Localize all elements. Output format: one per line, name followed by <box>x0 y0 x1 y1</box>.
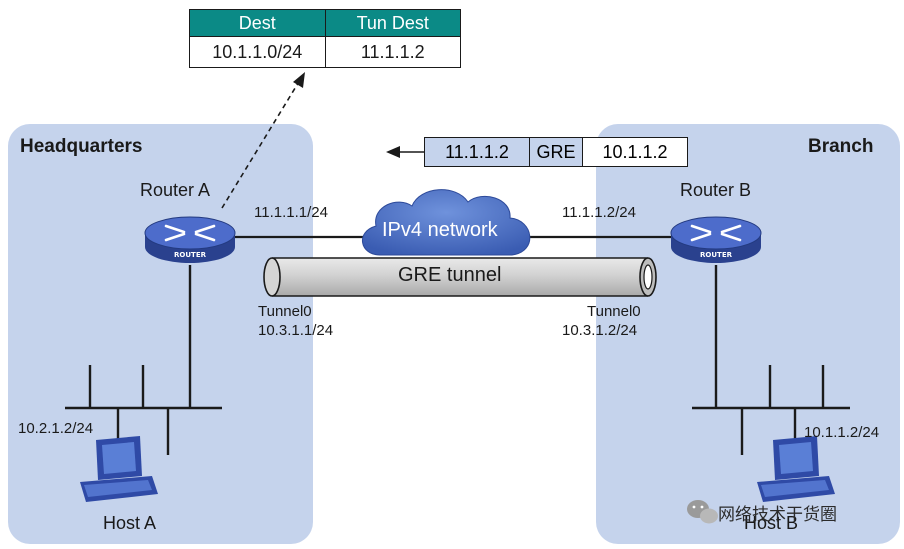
route-table-cell-dest: 10.1.1.0/24 <box>189 36 326 68</box>
packet-outer-dest: 11.1.1.2 <box>425 138 529 166</box>
route-table-header-dest: Dest <box>189 9 326 37</box>
gre-packet: 11.1.1.2 GRE 10.1.1.2 <box>424 137 688 167</box>
route-table-pointer-arrow <box>221 72 305 209</box>
watermark-text: 网络技术干货圈 <box>718 505 837 525</box>
host-a-lan <box>65 265 222 455</box>
route-table-cell-tun-dest: 11.1.1.2 <box>324 36 461 68</box>
cloud-icon <box>361 189 531 256</box>
router-b-device-label: ROUTER <box>700 251 733 259</box>
packet-inner-dest: 10.1.1.2 <box>582 138 687 166</box>
host-computer-icon <box>757 436 835 502</box>
network-cloud-label: IPv4 network <box>382 219 498 241</box>
router-b-wan-ip: 11.1.1.2/24 <box>562 204 636 221</box>
branch-region <box>596 124 900 544</box>
router-b-tunnel-name: Tunnel0 <box>587 303 641 320</box>
route-table: Dest Tun Dest 10.1.1.0/24 11.1.1.2 <box>189 9 461 68</box>
headquarters-region <box>8 124 313 544</box>
tunnel-icon <box>263 257 657 297</box>
headquarters-title: Headquarters <box>20 136 143 157</box>
arrow-left-icon <box>386 146 424 158</box>
router-icon: ROUTER <box>670 216 762 263</box>
wechat-icon <box>687 500 718 524</box>
host-computer-icon <box>80 436 158 502</box>
host-b-lan <box>692 265 850 455</box>
host-a-ip: 10.2.1.2/24 <box>18 420 94 437</box>
table-row: 10.1.1.0/24 11.1.1.2 <box>189 36 461 68</box>
host-b-name: Host B <box>744 513 799 533</box>
router-a-wan-ip: 11.1.1.1/24 <box>254 204 328 221</box>
router-b-tunnel-ip: 10.3.1.2/24 <box>562 322 638 339</box>
packet-protocol: GRE <box>529 138 582 166</box>
branch-title: Branch <box>808 136 874 157</box>
router-a-device-label: ROUTER <box>174 251 207 259</box>
router-a-tunnel-ip: 10.3.1.1/24 <box>258 322 334 339</box>
router-a-tunnel-name: Tunnel0 <box>258 303 312 320</box>
route-table-header-tun-dest: Tun Dest <box>324 9 461 37</box>
gre-tunnel-label: GRE tunnel <box>398 264 502 286</box>
host-a-name: Host A <box>103 513 157 533</box>
router-b-name: Router B <box>680 180 752 200</box>
router-icon: ROUTER <box>144 216 236 263</box>
host-b-ip: 10.1.1.2/24 <box>804 424 880 441</box>
router-a-name: Router A <box>140 180 211 200</box>
